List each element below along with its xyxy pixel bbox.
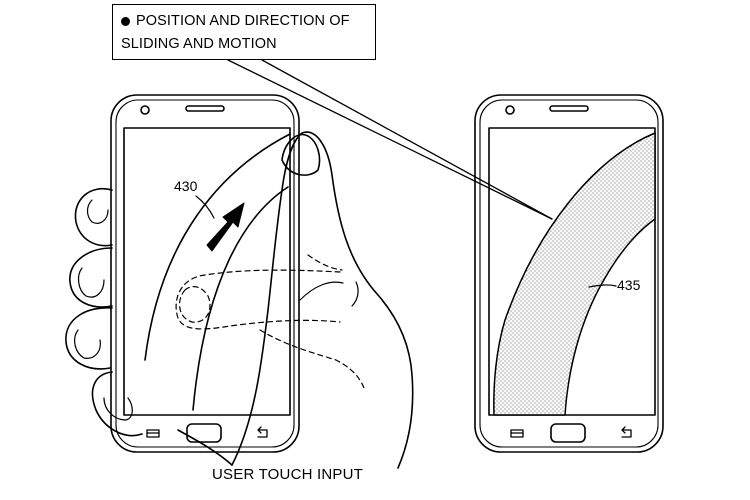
left-phone-screen: [123, 127, 291, 416]
user-hand: [65, 131, 414, 469]
left-phone-inner-bezel: [115, 99, 295, 448]
right-phone: [474, 94, 664, 453]
finger-2: [69, 247, 113, 308]
ref-435-leader: [588, 284, 617, 288]
reference-numeral-435: 435: [617, 277, 641, 293]
callout-text-1: POSITION AND DIRECTION OF: [136, 13, 350, 29]
left-phone-body: [110, 94, 300, 453]
finger-1: [74, 187, 113, 247]
back-icon[interactable]: [257, 426, 268, 438]
figure-caption: USER TOUCH INPUT: [212, 466, 363, 483]
back-icon[interactable]: [621, 426, 632, 438]
finger-3: [65, 307, 113, 370]
callout-text-2: SLIDING AND MOTION: [121, 36, 277, 52]
menu-icon[interactable]: [510, 429, 524, 438]
front-camera: [505, 105, 515, 115]
bullet-icon: [121, 17, 130, 26]
left-touch-arcs: [144, 133, 291, 411]
front-camera: [140, 105, 150, 115]
callout-line-2: SLIDING AND MOTION: [121, 33, 367, 56]
right-phone-inner-bezel: [479, 99, 659, 448]
right-phone-screen: [488, 127, 656, 416]
reference-numeral-430: 430: [174, 178, 198, 194]
home-button[interactable]: [550, 423, 586, 443]
finger-4: [91, 371, 143, 437]
right-phone-body: [474, 94, 664, 453]
callout-box: POSITION AND DIRECTION OF SLIDING AND MO…: [112, 4, 376, 60]
menu-icon[interactable]: [146, 429, 160, 438]
earpiece-speaker: [185, 105, 225, 112]
home-button[interactable]: [186, 423, 222, 443]
ref-430-leader: [195, 195, 215, 219]
sliding-motion-band: [493, 132, 656, 416]
left-phone: [110, 94, 300, 453]
direction-arrow: [206, 202, 245, 252]
callout-line-1: POSITION AND DIRECTION OF: [121, 10, 367, 33]
callout-leader-lines: [227, 59, 553, 220]
earpiece-speaker: [549, 105, 589, 112]
